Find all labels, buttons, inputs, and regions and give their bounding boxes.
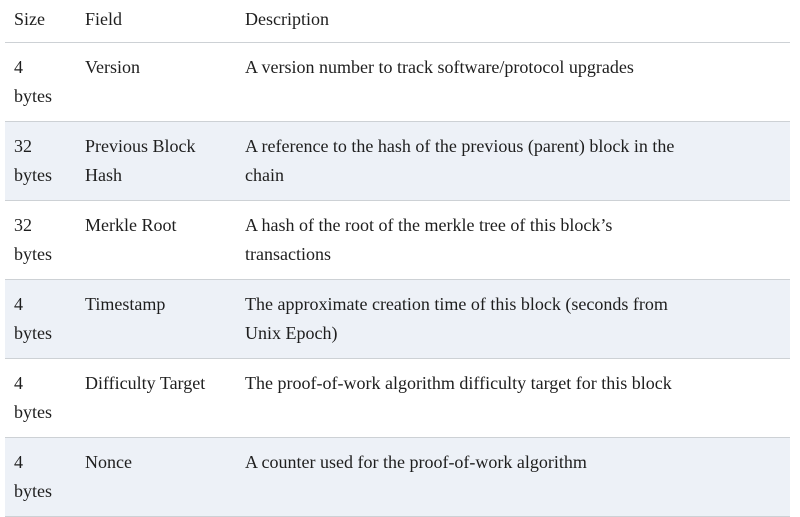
column-header-size: Size (5, 0, 76, 43)
cell-description: A hash of the root of the merkle tree of… (236, 200, 790, 280)
cell-description: A version number to track software/proto… (236, 42, 790, 122)
cell-size: 4 bytes (5, 437, 76, 517)
table-row-previous-block-hash: 32 bytes Previous Block Hash A reference… (5, 121, 790, 201)
cell-field: Nonce (76, 437, 236, 517)
block-header-fields-table: Size Field Description 4 bytes Version A… (5, 0, 790, 517)
cell-size: 32 bytes (5, 200, 76, 280)
cell-field: Previous Block Hash (76, 121, 236, 201)
column-header-description: Description (236, 0, 790, 43)
column-header-field: Field (76, 0, 236, 43)
cell-field: Merkle Root (76, 200, 236, 280)
cell-field: Timestamp (76, 279, 236, 359)
table-row-version: 4 bytes Version A version number to trac… (5, 42, 790, 122)
cell-size: 4 bytes (5, 358, 76, 438)
table-row-difficulty-target: 4 bytes Difficulty Target The proof-of-w… (5, 358, 790, 438)
table-row-nonce: 4 bytes Nonce A counter used for the pro… (5, 437, 790, 517)
cell-description: A reference to the hash of the previous … (236, 121, 790, 201)
cell-field: Version (76, 42, 236, 122)
cell-description: A counter used for the proof-of-work alg… (236, 437, 790, 517)
table-header-row: Size Field Description (5, 0, 790, 43)
cell-size: 4 bytes (5, 42, 76, 122)
cell-size: 4 bytes (5, 279, 76, 359)
table-row-timestamp: 4 bytes Timestamp The approximate creati… (5, 279, 790, 359)
cell-description: The approximate creation time of this bl… (236, 279, 790, 359)
cell-size: 32 bytes (5, 121, 76, 201)
cell-field: Difficulty Target (76, 358, 236, 438)
cell-description: The proof-of-work algorithm difficulty t… (236, 358, 790, 438)
table-row-merkle-root: 32 bytes Merkle Root A hash of the root … (5, 200, 790, 280)
